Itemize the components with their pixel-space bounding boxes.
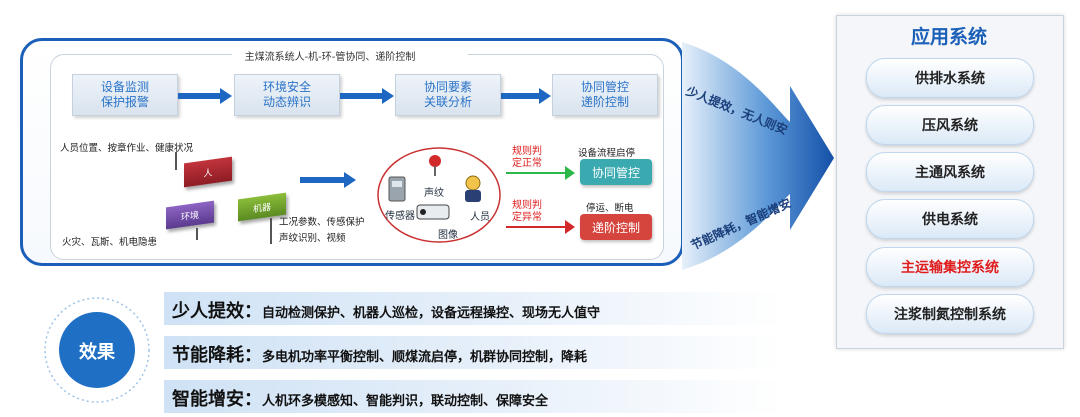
effect-heading: 智能增安：: [172, 389, 262, 410]
effect-heading: 节能降耗：: [172, 345, 262, 366]
effect-text: 人机环多模感知、智能判识，联动控制、保障安全: [262, 394, 549, 409]
hazard-label: 火灾、瓦斯、机电隐患: [62, 237, 158, 248]
judge-abnormal-line2: 定异常: [512, 212, 542, 223]
abnormal-arrow-head: [565, 220, 575, 234]
normal-arrow-icon: [506, 172, 566, 174]
person-factors-label: 人员位置、按章作业、健康状况: [60, 143, 194, 154]
normal-arrow-head: [565, 166, 575, 180]
leader-line: [270, 218, 272, 244]
machine-block-label: 机器: [252, 202, 271, 215]
step-equipment-monitoring: 设备监测 保护报警: [72, 74, 178, 116]
effect-text: 自动检测保护、机器人巡检，设备远程操控、现场无人值守: [262, 306, 601, 321]
params-label-line2: 声纹识别、视频: [279, 233, 346, 244]
hierarchical-control-pill: 递阶控制: [580, 214, 652, 240]
step-line1: 协同要素: [423, 80, 472, 94]
system-grouting-nitrogen[interactable]: 注浆制氮控制系统: [866, 294, 1034, 334]
abnormal-status: 停运、断电: [586, 203, 634, 214]
step-line1: 协同管控: [580, 80, 629, 94]
camera-icon: [416, 204, 450, 220]
effect-row: 智能增安：人机环多模感知、智能判识，联动控制、保障安全: [172, 385, 548, 411]
effect-row: 节能降耗：多电机功率平衡控制、顺煤流启停，机群协同控制，降耗: [172, 341, 587, 367]
effect-row-bg: [164, 336, 784, 369]
system-power-supply[interactable]: 供电系统: [866, 199, 1034, 239]
systems-title: 应用系统: [910, 26, 987, 48]
judge-normal-line1: 规则判: [512, 146, 542, 157]
judge-normal-line2: 定正常: [512, 158, 542, 169]
step-collab-analysis: 协同要素 关联分析: [395, 74, 501, 116]
effect-row: 少人提效：自动检测保护、机器人巡检，设备远程操控、现场无人值守: [172, 297, 600, 323]
worker-icon: [465, 175, 481, 191]
personnel-label: 人员: [470, 212, 490, 223]
step-environment-safety: 环境安全 动态辨识: [234, 74, 340, 116]
step-collab-control: 协同管控 递阶控制: [552, 74, 658, 116]
alarm-light-icon: [429, 155, 441, 167]
voiceprint-label: 声纹: [424, 188, 444, 199]
system-main-ventilation[interactable]: 主通风系统: [866, 152, 1034, 192]
params-label-line1: 工况参数、传感保护: [279, 217, 365, 228]
step-line2: 关联分析: [423, 95, 472, 109]
funnel-arrow-icon: [682, 42, 834, 270]
collab-control-pill: 协同管控: [580, 159, 652, 185]
environment-block-label: 环境: [180, 210, 199, 223]
step-line1: 设备监测: [100, 80, 149, 94]
effect-row-bg: [164, 380, 784, 413]
judge-abnormal: 规则判 定异常: [512, 200, 542, 224]
sensor-device-icon: [388, 176, 406, 202]
judge-abnormal-line1: 规则判: [512, 200, 542, 211]
effect-row-bg: [164, 292, 784, 325]
effect-text: 多电机功率平衡控制、顺煤流启停，机群协同控制，降耗: [262, 350, 588, 365]
person-block-label: 人: [203, 167, 213, 180]
step-line2: 保护报警: [100, 95, 149, 109]
system-main-transport[interactable]: 主运输集控系统: [866, 247, 1034, 287]
image-label: 图像: [438, 230, 458, 241]
step-line2: 动态辨识: [262, 95, 311, 109]
step-line1: 环境安全: [262, 80, 311, 94]
normal-status: 设备流程启停: [578, 148, 636, 159]
abnormal-arrow-icon: [506, 226, 566, 228]
leader-line: [175, 152, 177, 170]
sensor-ellipse: [377, 147, 501, 243]
sensor-label: 传感器: [385, 211, 415, 222]
effect-heading: 少人提效：: [172, 301, 262, 322]
effects-badge: 效果: [79, 342, 115, 363]
panel-title: 主煤流系统人-机-环-管协同、递阶控制: [244, 52, 416, 63]
judge-normal: 规则判 定正常: [512, 146, 542, 170]
step-line2: 递阶控制: [580, 95, 629, 109]
effects-badge-ring: [44, 297, 150, 403]
system-water-supply[interactable]: 供排水系统: [866, 58, 1034, 98]
title-backdrop: [232, 48, 468, 62]
system-compressed-air[interactable]: 压风系统: [866, 105, 1034, 145]
leader-line: [196, 228, 198, 240]
